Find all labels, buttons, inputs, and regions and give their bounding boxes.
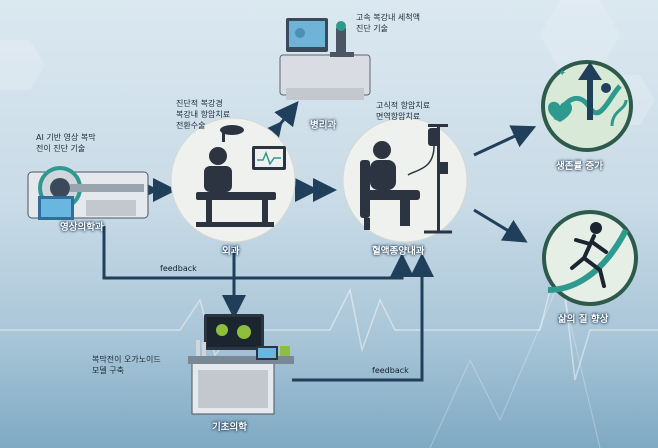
desc-surgery: 진단적 복강경 복강내 항암치료 전환수술 (176, 99, 231, 130)
lab-bench-icon (188, 314, 294, 415)
feedback-bottom-label: feedback (372, 366, 409, 375)
microscope-icon (279, 18, 371, 100)
desc-oncology: 고식적 항암치료 면역항암치료 (376, 101, 431, 121)
surgeon-icon (196, 147, 276, 227)
dept-surgery-label: 외과 (222, 246, 240, 257)
outcome-survival-label: 생존률 증가 (556, 161, 604, 172)
quality-badge (542, 210, 638, 306)
outcome-quality-label: 삶의 질 향상 (558, 314, 609, 325)
patient-chair-icon (360, 141, 420, 230)
leaf-icon (610, 99, 628, 127)
feedback-left-label: feedback (160, 264, 197, 273)
dept-pathology-label: 병리과 (310, 120, 337, 131)
svg-text:✦: ✦ (558, 68, 566, 79)
desc-basic: 복막전이 오가노이드 모델 구축 (92, 355, 161, 375)
to-survival-arrow (473, 125, 537, 157)
runner-icon (590, 222, 602, 234)
feedback-left-arrow (102, 226, 414, 280)
survival-badge: ✦ (541, 60, 633, 152)
to-quality-arrow (473, 208, 528, 243)
ct-scanner-icon (27, 166, 149, 220)
dept-imaging-label: 영상의학과 (60, 222, 104, 233)
desc-imaging: AI 기반 영상 복막 전이 진단 기술 (36, 133, 96, 153)
heart-icon (548, 101, 572, 122)
desc-pathology: 고속 복강내 세척액 진단 기술 (356, 13, 420, 33)
feedback-bottom-arrow (292, 253, 434, 382)
surgical-lamp-icon (220, 125, 244, 142)
monitor-icon (252, 146, 286, 170)
arrow-up-icon (578, 62, 602, 80)
person-icon (601, 83, 611, 93)
dept-basic-label: 기초의학 (212, 422, 247, 433)
dept-oncology-label: 혈액종양내과 (372, 246, 425, 257)
surgery-pathology-arrow (258, 100, 299, 148)
iv-drip-icon (407, 124, 452, 234)
